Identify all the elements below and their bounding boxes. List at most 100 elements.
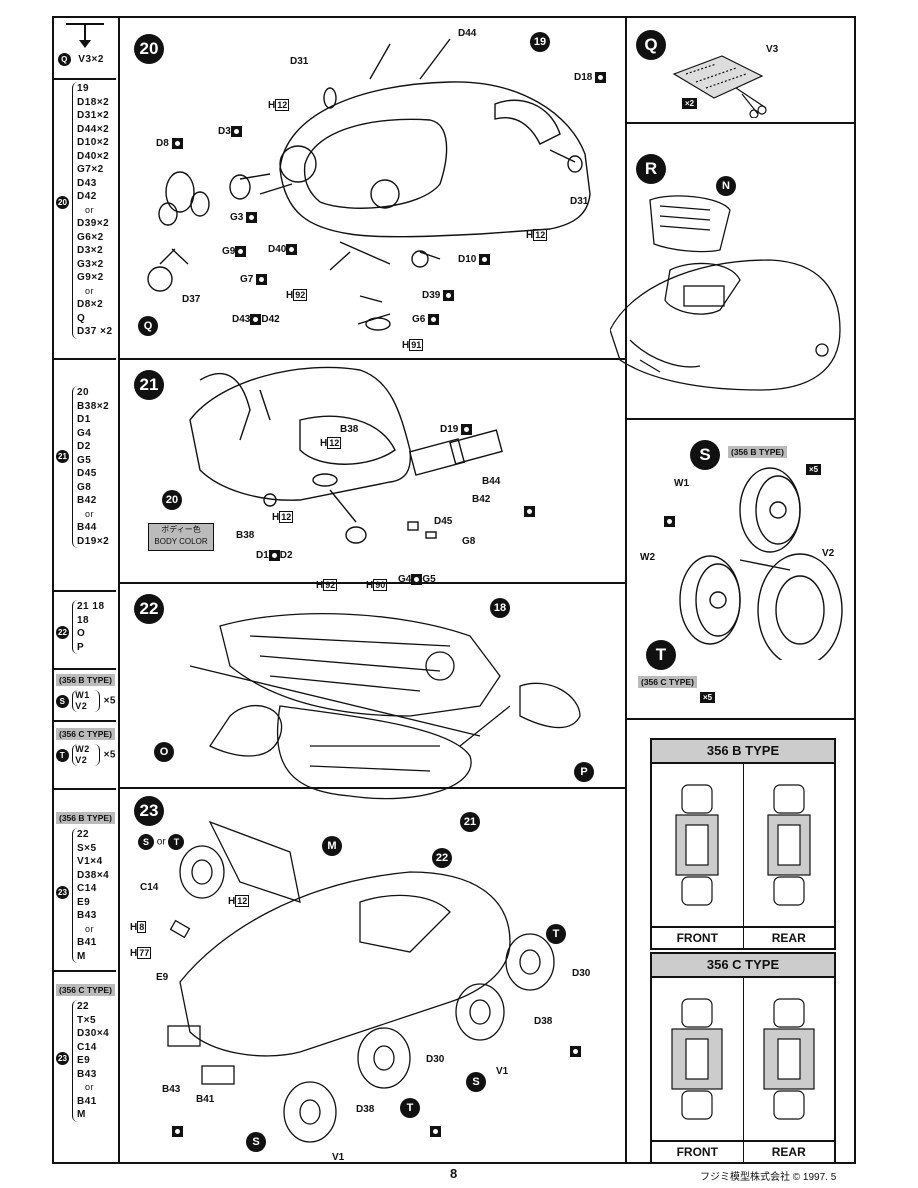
label-B38-bottom: B38: [236, 530, 255, 541]
down-arrow-icon: [66, 23, 104, 48]
part-21-circle: 21: [460, 812, 480, 832]
type-b-front-diagram: [652, 764, 744, 926]
part-list-item: 20: [77, 387, 90, 398]
part-list-item: T×5: [77, 1014, 97, 1026]
row-divider-21-22: [118, 582, 626, 584]
part-list-item: M: [77, 950, 86, 962]
part-list-item: G5: [77, 454, 92, 466]
part-list-item: or: [85, 1082, 95, 1092]
divider: [52, 788, 116, 790]
part-list-item: B44: [77, 522, 97, 533]
hub-section-icon: [767, 784, 811, 906]
part-list-item: E9: [77, 896, 91, 908]
part-20-circle: 20: [162, 490, 182, 510]
label-D19: D19: [440, 424, 473, 435]
part-list-item: D42: [77, 191, 97, 202]
marker-icon: [524, 506, 535, 517]
label-B44: B44: [482, 476, 501, 487]
label-E9: E9: [156, 972, 169, 983]
label-D40: D40: [268, 244, 298, 255]
step23-car-illustration: [167, 820, 555, 1143]
label-W2: W2: [640, 552, 655, 563]
type-c-rear-diagram: [744, 978, 835, 1140]
part-list-item: D44×2: [77, 123, 110, 135]
left-divider: [118, 16, 120, 1164]
footer-copyright: フジミ模型株式会社 © 1997. 5: [700, 1172, 837, 1183]
part-O-circle: O: [154, 742, 174, 762]
part-list-item: O: [77, 628, 86, 639]
part-list-item: or: [85, 285, 95, 296]
label-B38-top: B38: [340, 424, 359, 435]
label-B41: B41: [196, 1094, 215, 1105]
row-divider-20-21: [118, 358, 626, 360]
part-list-item: 22: [77, 1001, 90, 1012]
label-D44: D44: [458, 28, 477, 39]
part-list-item: 22: [77, 829, 90, 840]
marker-icon: [172, 1126, 183, 1137]
decal-sheet-illustration: [672, 55, 767, 118]
label-D31-right: D31: [570, 196, 589, 207]
label-W1: W1: [674, 478, 689, 489]
label-G9: G9: [222, 246, 247, 257]
part-list-item: or: [85, 508, 95, 519]
section-S-circle: S: [690, 440, 720, 470]
part-list-item: 21 18: [77, 601, 105, 612]
label-D31-top: D31: [290, 56, 309, 67]
part-list-item: M: [77, 1109, 86, 1120]
type-b-title: 356 B TYPE: [652, 740, 834, 764]
part-list-item: 19: [77, 83, 90, 94]
part-N-circle: N: [716, 176, 736, 196]
label-356C-type: (356 C TYPE): [638, 676, 697, 688]
step23b-type-tag: (356 B TYPE): [56, 812, 115, 824]
part-list-item: D30×4: [77, 1028, 110, 1039]
type-b-rear-diagram: [744, 764, 835, 926]
part-list-item: S×5: [77, 842, 97, 854]
right-divider-q-r: [626, 122, 856, 124]
divider: [52, 78, 116, 80]
right-divider-s-types: [626, 718, 856, 720]
part-list-item: D37 ×2: [77, 326, 113, 337]
part-list-item: G3×2: [77, 258, 104, 270]
step21-side-number: 21: [56, 450, 69, 463]
label-C14: C14: [140, 882, 159, 893]
step-22-number: 22: [134, 594, 164, 624]
step23b-side-number: 23: [56, 886, 69, 899]
part-M-circle: M: [322, 836, 342, 856]
part-22-circle: 22: [432, 848, 452, 868]
part-list-item: D19×2: [77, 535, 110, 547]
hub-section-icon: [675, 784, 719, 906]
label-S-x5: ×5: [806, 464, 822, 475]
part-list-item: Q: [77, 312, 86, 324]
label-x2: ×2: [682, 98, 698, 109]
step22-side-number: 22: [56, 626, 69, 639]
part-list-item: B41: [77, 937, 97, 948]
part-list-item: E9: [77, 1055, 91, 1066]
part-list-item: D43: [77, 177, 97, 189]
step23c-type-tag: (356 C TYPE): [56, 984, 115, 996]
label-V2: V2: [822, 548, 835, 559]
label-D3: D3: [218, 126, 242, 137]
label-B43: B43: [162, 1084, 181, 1095]
part-list-item: B41: [77, 1095, 97, 1107]
type-c-front-diagram: [652, 978, 744, 1140]
part-list-item: G4: [77, 427, 92, 439]
part-19-circle: 19: [530, 32, 550, 52]
label-D18: D18: [574, 72, 607, 83]
part-list-item: B43: [77, 910, 97, 921]
t-parts-line: T W2 V2 ×5: [56, 744, 116, 766]
label-356B-type: (356 B TYPE): [728, 446, 787, 458]
step-21-number: 21: [134, 370, 164, 400]
part-list-item: C14: [77, 1041, 97, 1053]
